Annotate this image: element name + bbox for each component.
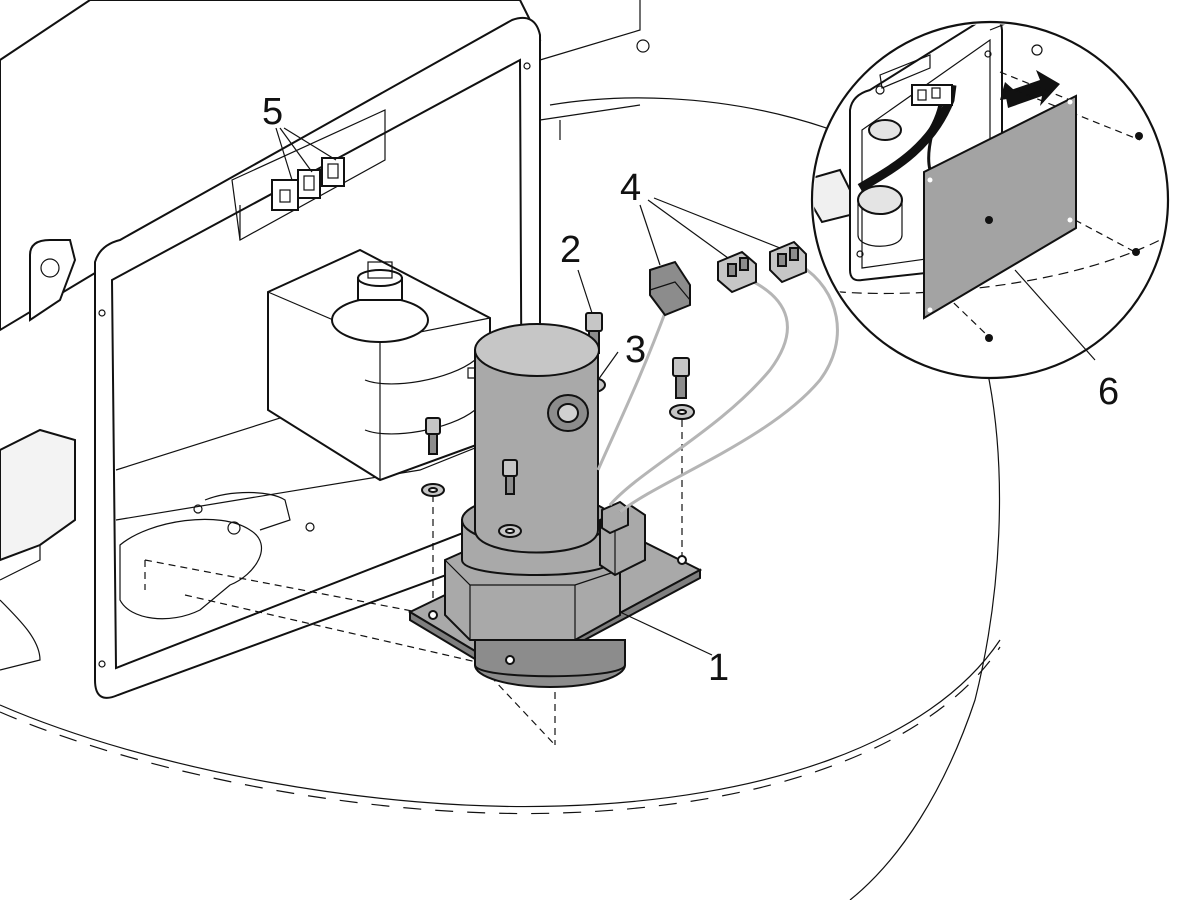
- callout-1: 1: [708, 647, 729, 689]
- detail-inset: [810, 20, 1170, 380]
- screw-right: [669, 357, 695, 420]
- pump-assembly-1: [407, 323, 703, 688]
- screw-left: [421, 417, 445, 497]
- callout-3: 3: [625, 329, 646, 371]
- leader-lines: [275, 127, 1096, 656]
- callout-4: 4: [620, 167, 641, 209]
- connector-block-5: [271, 157, 345, 211]
- wire-harness-4: [596, 240, 839, 514]
- callout-6: 6: [1098, 371, 1119, 413]
- callout-5: 5: [262, 91, 283, 133]
- callout-2: 2: [560, 229, 581, 271]
